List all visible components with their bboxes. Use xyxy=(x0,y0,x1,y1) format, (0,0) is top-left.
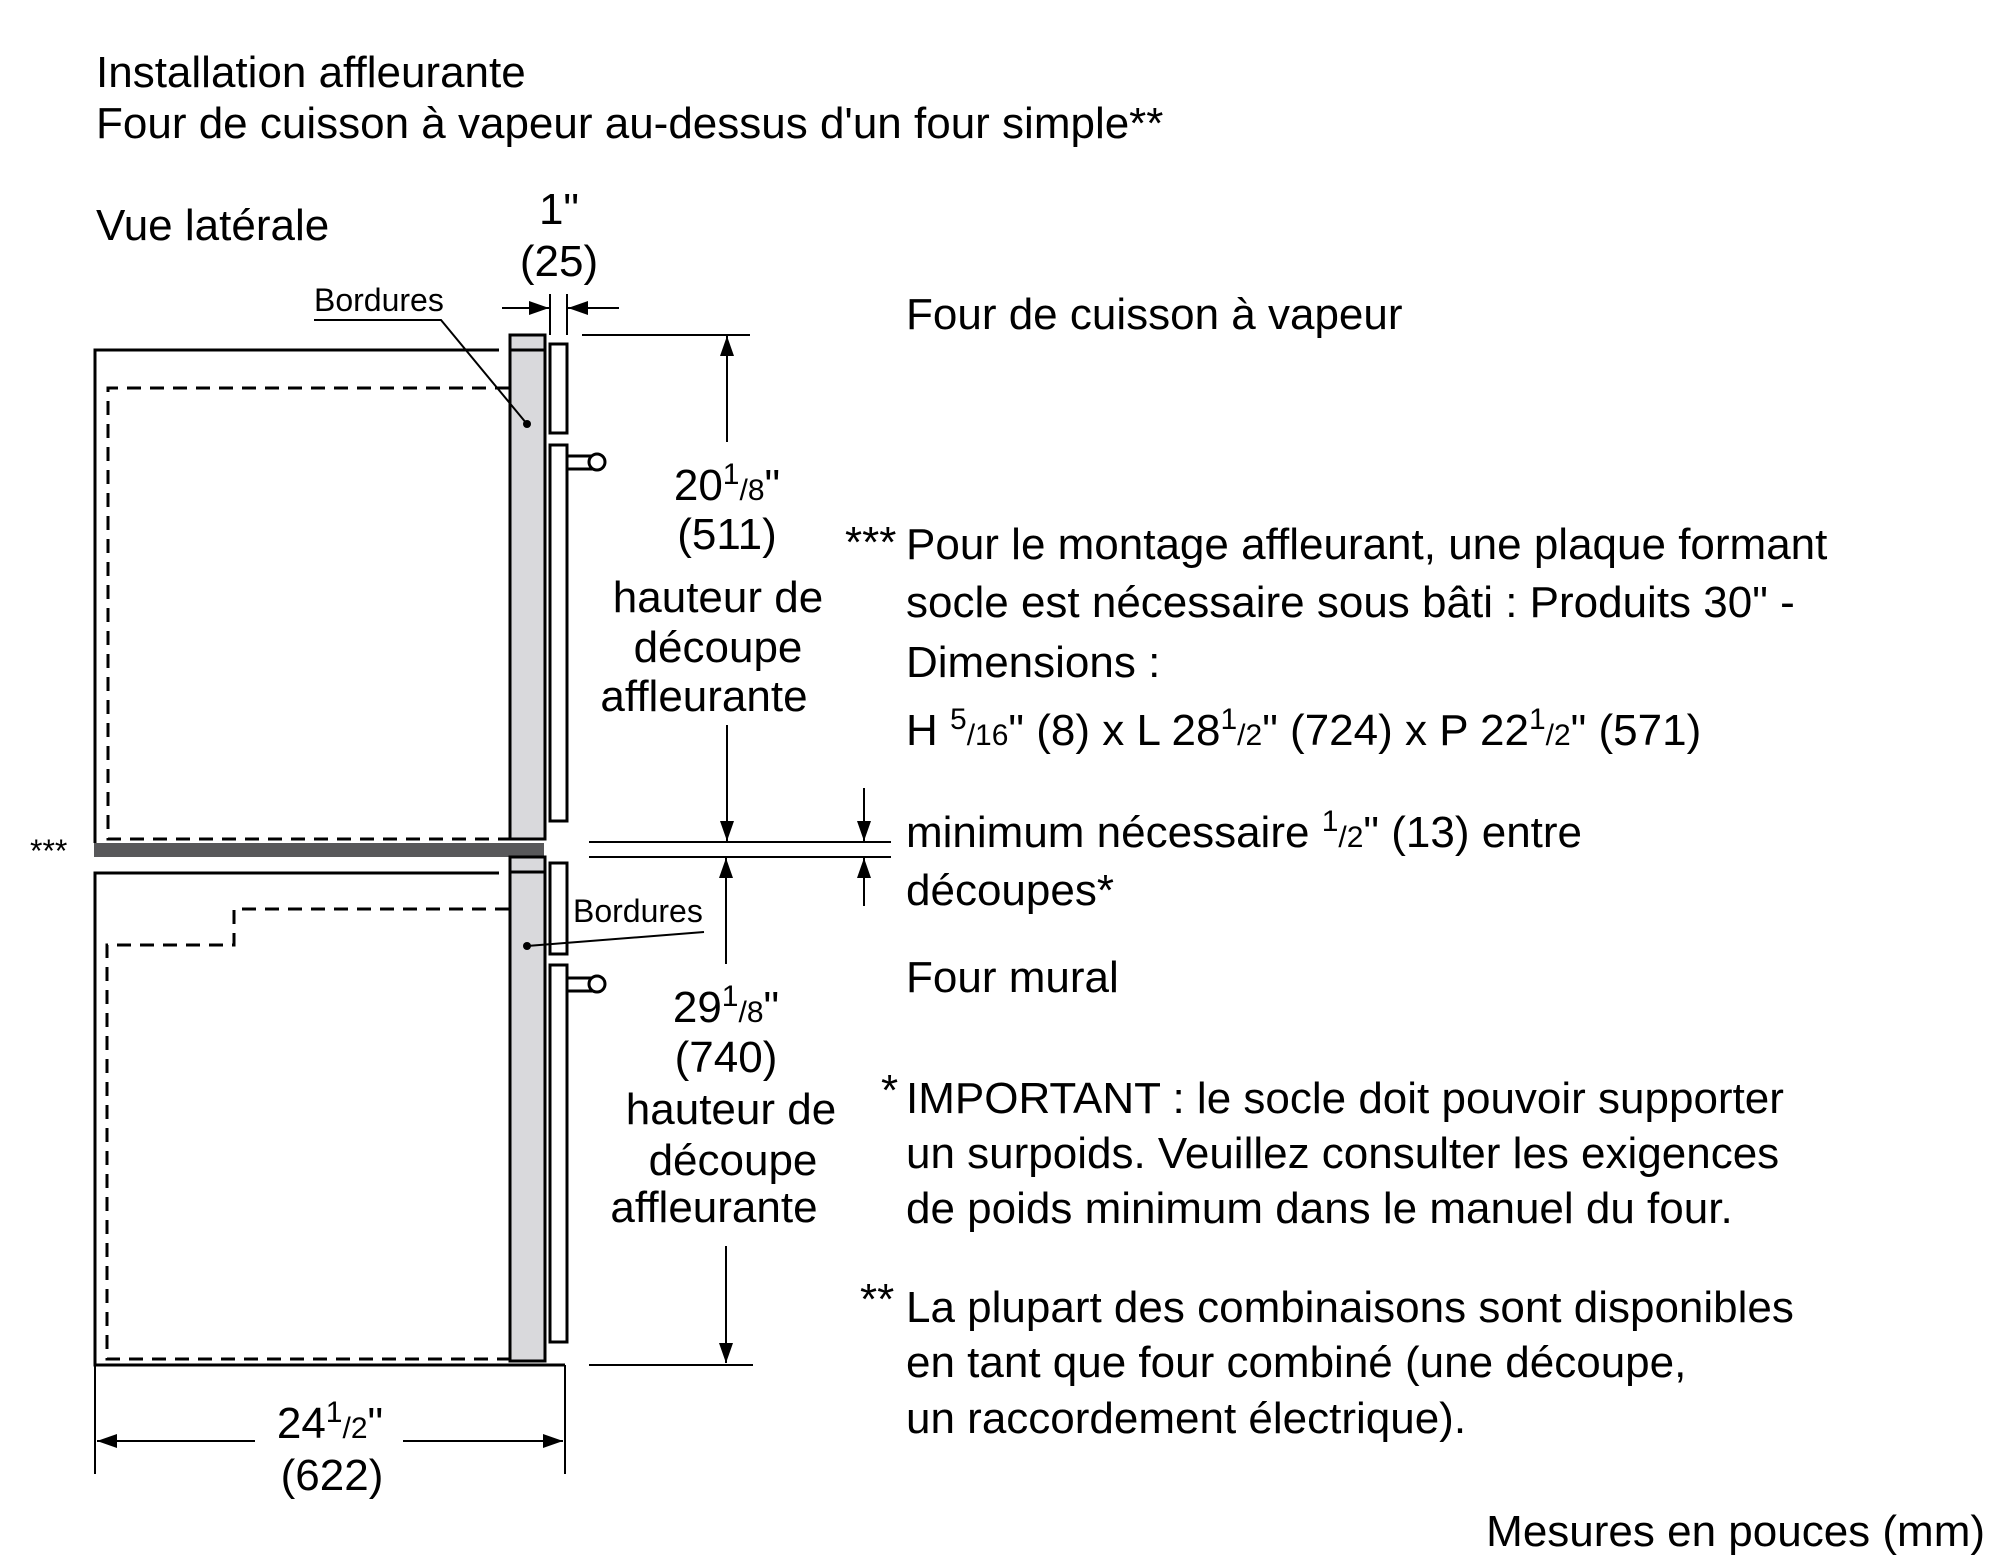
trim-label-upper: Bordures xyxy=(314,282,444,318)
upper-door-panel xyxy=(548,443,569,823)
lower-door-panel xyxy=(548,963,569,1344)
note3-line: socle est nécessaire sous bâti : Produit… xyxy=(906,578,1795,627)
upper-cutout-dimension: 201/8" (511) hauteur de découpe affleura… xyxy=(582,334,823,841)
trim-leader-upper xyxy=(314,319,528,425)
depth-dimension: 241/2" (622) xyxy=(94,1365,566,1500)
depth-inch: 241/2" xyxy=(277,1396,383,1448)
note2-line: un raccordement électrique). xyxy=(906,1394,1466,1443)
note1-line: IMPORTANT : le socle doit pouvoir suppor… xyxy=(906,1074,1784,1123)
title-line-1: Installation affleurante xyxy=(96,48,526,97)
gap-note-line: découpes* xyxy=(906,866,1114,915)
upper-cutout-desc: découpe xyxy=(634,623,803,672)
handle-icon xyxy=(565,974,607,994)
upper-cabinet xyxy=(93,333,607,843)
door-offset-inch: 1" xyxy=(539,185,579,234)
note2-line: en tant que four combiné (une découpe, xyxy=(906,1338,1686,1387)
wall-oven-label: Four mural xyxy=(906,953,1119,1002)
lower-cutout-inch: 291/8" xyxy=(673,980,779,1032)
note1-line: de poids minimum dans le manuel du four. xyxy=(906,1184,1733,1233)
lower-cabinet xyxy=(93,855,607,1367)
trim-leader-lower xyxy=(526,931,705,947)
note3-line: Pour le montage affleurant, une plaque f… xyxy=(906,520,1827,569)
note2-line: La plupart des combinaisons sont disponi… xyxy=(906,1283,1794,1332)
gap-note-line: minimum nécessaire 1/2" (13) entre xyxy=(906,805,1582,857)
upper-trim xyxy=(508,333,547,841)
door-offset-dimension: 1" (25) xyxy=(502,185,619,335)
base-plate xyxy=(94,843,544,857)
upper-cutout-mm: (511) xyxy=(677,510,776,559)
note1-marker: * xyxy=(881,1066,898,1115)
base-plate-marker: *** xyxy=(30,833,67,869)
note3-dimensions: H 5/16" (8) x L 281/2" (724) x P 221/2" … xyxy=(906,703,1701,755)
handle-icon xyxy=(565,452,607,472)
upper-cutout-desc: affleurante xyxy=(600,672,807,721)
view-label: Vue latérale xyxy=(96,201,329,250)
depth-mm: (622) xyxy=(281,1451,384,1500)
note3-marker: *** xyxy=(845,518,896,567)
lower-trim xyxy=(508,855,547,1363)
lower-door-top-panel xyxy=(548,861,569,956)
door-offset-mm: (25) xyxy=(520,237,598,286)
title-line-2: Four de cuisson à vapeur au-dessus d'un … xyxy=(96,99,1163,148)
upper-cutout-inch: 201/8" xyxy=(674,458,780,510)
steam-oven-label: Four de cuisson à vapeur xyxy=(906,290,1403,339)
gap-dimension xyxy=(589,788,891,906)
note2-marker: ** xyxy=(860,1275,894,1324)
upper-door-top-panel xyxy=(548,342,569,435)
lower-cutout-desc: découpe xyxy=(649,1136,818,1185)
units-note: Mesures en pouces (mm) xyxy=(1486,1507,1985,1556)
lower-cutout-mm: (740) xyxy=(675,1033,778,1082)
note1-line: un surpoids. Veuillez consulter les exig… xyxy=(906,1129,1779,1178)
lower-cutout-dimension: 291/8" (740) hauteur de découpe affleura… xyxy=(589,858,836,1366)
upper-cutout-desc: hauteur de xyxy=(613,573,823,622)
lower-cutout-desc: affleurante xyxy=(610,1183,817,1232)
trim-label-lower: Bordures xyxy=(573,893,703,929)
note3-line: Dimensions : xyxy=(906,638,1160,687)
lower-cutout-desc: hauteur de xyxy=(626,1085,836,1134)
